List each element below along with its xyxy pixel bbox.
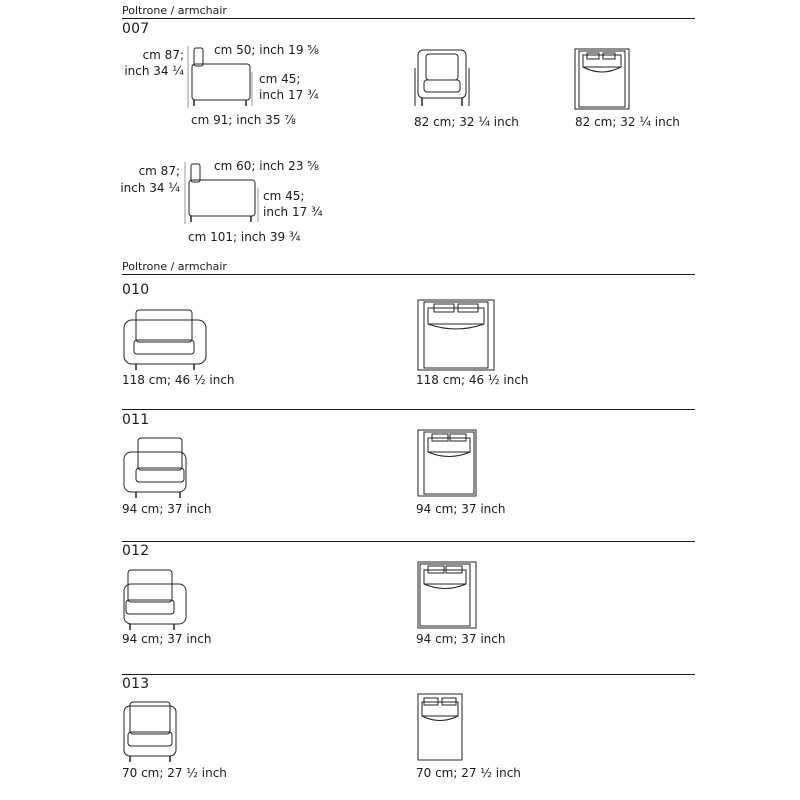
seat-height-cm-label: cm 45; — [259, 72, 301, 86]
front-width-label-011: 94 cm; 37 inch — [122, 502, 212, 516]
armchair-010-front-drawing — [122, 308, 208, 370]
section-divider — [122, 409, 695, 410]
top-width-label-010: 118 cm; 46 ½ inch — [416, 373, 529, 387]
model-code-011: 011 — [122, 412, 150, 428]
section-title-2: Poltrone / armchair — [122, 260, 227, 273]
armchair-007-top-drawing — [573, 47, 631, 111]
armchair-011-top-drawing — [416, 428, 478, 498]
width-label-2: cm 101; inch 39 ¾ — [188, 230, 301, 244]
armchair-011-front-drawing — [122, 436, 188, 500]
model-code-013: 013 — [122, 676, 150, 692]
section-divider — [122, 18, 695, 19]
armchair-010-top-drawing — [416, 298, 496, 372]
height-cm-label: cm 87; — [142, 48, 184, 62]
seat-height-cm-label-2: cm 45; — [263, 189, 305, 203]
armchair-013-front-drawing — [122, 700, 178, 764]
armchair-013-top-drawing — [416, 692, 464, 762]
model-code-010: 010 — [122, 282, 150, 298]
front-width-label-010: 118 cm; 46 ½ inch — [122, 373, 235, 387]
width-label: cm 91; inch 35 ⅞ — [191, 113, 296, 127]
top-width-label-012: 94 cm; 37 inch — [416, 632, 506, 646]
armchair-007-side-drawing — [186, 44, 256, 110]
top-width-label-013: 70 cm; 27 ½ inch — [416, 766, 521, 780]
armchair-012-top-drawing — [416, 560, 478, 630]
height-inch-label: inch 34 ¼ — [124, 64, 184, 78]
top-width-label: 82 cm; 32 ¼ inch — [575, 115, 680, 129]
top-width-label-011: 94 cm; 37 inch — [416, 502, 506, 516]
depth-label: cm 50; inch 19 ⅝ — [214, 43, 319, 57]
section-title-1: Poltrone / armchair — [122, 4, 227, 17]
model-code-007: 007 — [122, 21, 150, 37]
armchair-side-drawing-60 — [183, 160, 261, 226]
section-divider — [122, 674, 695, 675]
height-cm-label-2: cm 87; — [138, 164, 180, 178]
seat-height-inch-label-2: inch 17 ¾ — [263, 205, 323, 219]
seat-height-inch-label: inch 17 ¾ — [259, 88, 319, 102]
armchair-007-front-drawing — [412, 46, 472, 112]
front-width-label-013: 70 cm; 27 ½ inch — [122, 766, 227, 780]
front-width-label-012: 94 cm; 37 inch — [122, 632, 212, 646]
front-width-label: 82 cm; 32 ¼ inch — [414, 115, 519, 129]
section-divider — [122, 541, 695, 542]
height-inch-label-2: inch 34 ¼ — [120, 181, 180, 195]
model-code-012: 012 — [122, 543, 150, 559]
depth-label-2: cm 60; inch 23 ⅝ — [214, 159, 319, 173]
armchair-012-front-drawing — [122, 568, 188, 632]
section-divider — [122, 274, 695, 275]
